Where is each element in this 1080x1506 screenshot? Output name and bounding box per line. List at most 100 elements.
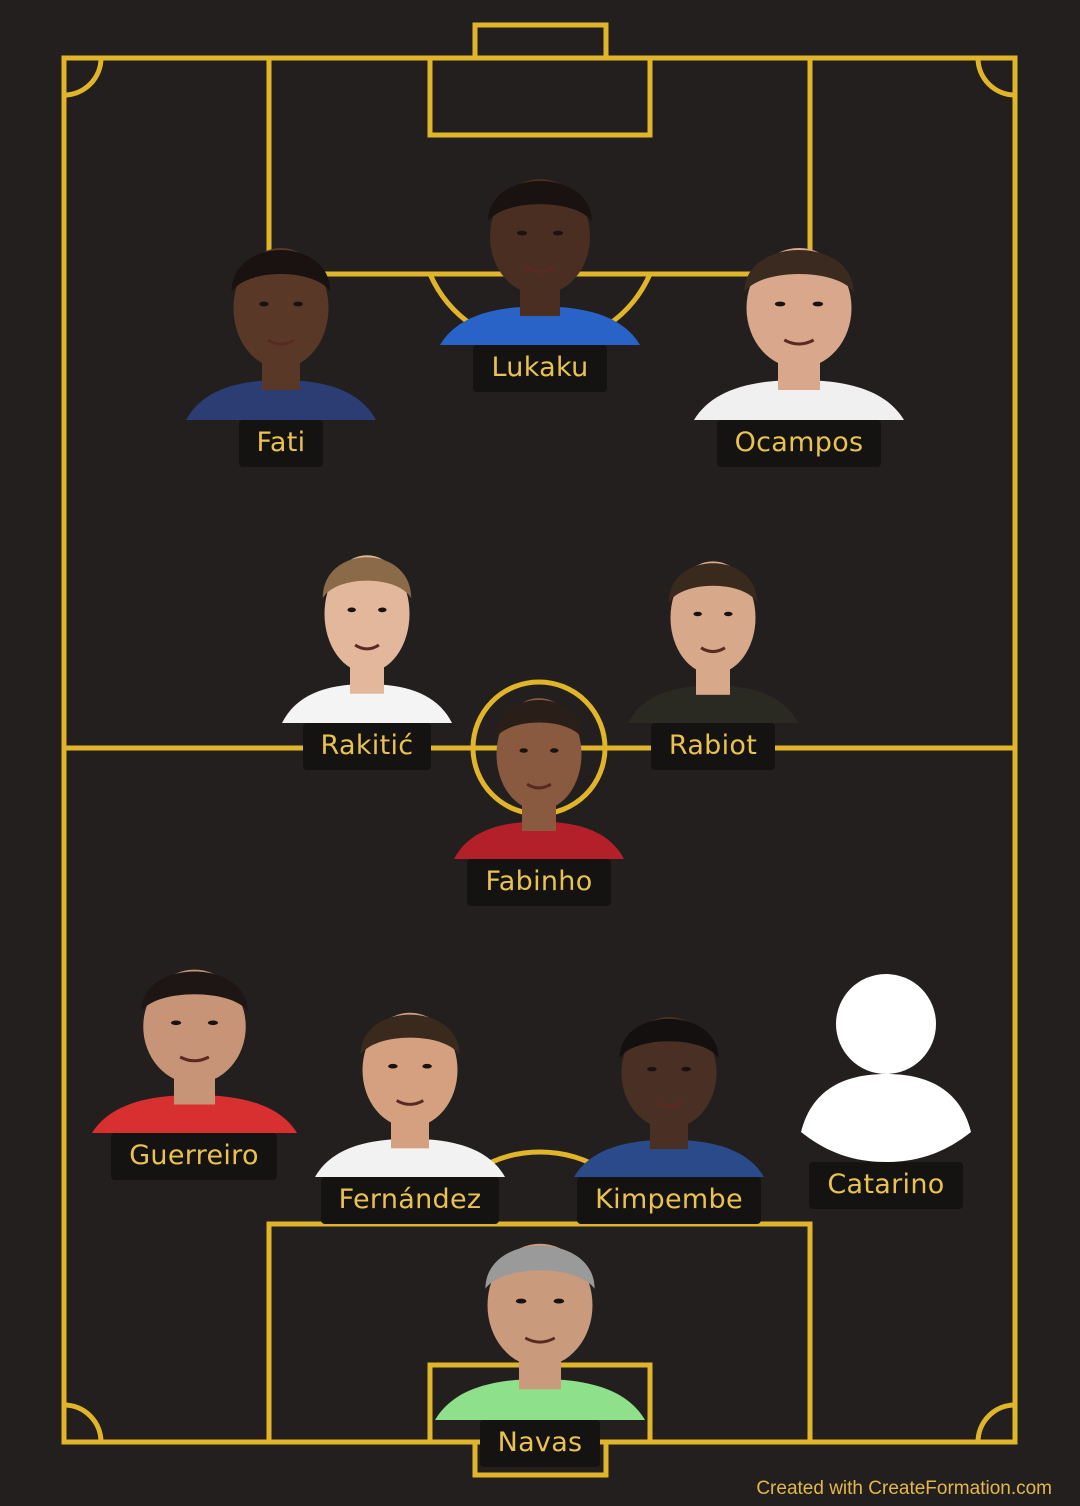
hair-shape	[231, 250, 331, 292]
player-guerreiro[interactable]: Guerreiro	[74, 943, 314, 1180]
player-name: Catarino	[809, 1162, 963, 1209]
eye-shape	[388, 1063, 398, 1069]
mouth-shape	[700, 646, 726, 654]
kit-shape	[91, 1095, 297, 1133]
player-rabiot[interactable]: Rabiot	[593, 535, 833, 770]
player-photo	[186, 248, 376, 420]
eye-shape	[293, 301, 303, 307]
kit-shape	[282, 684, 452, 723]
player-name: Guerreiro	[111, 1133, 277, 1180]
mouth-shape	[178, 1055, 210, 1063]
player-name: Rakitić	[302, 723, 432, 770]
player-fati[interactable]: Fati	[161, 220, 401, 467]
eye-shape	[693, 611, 702, 617]
eye-shape	[170, 1020, 181, 1026]
mouth-shape	[266, 338, 296, 346]
eye-shape	[378, 607, 387, 613]
player-lukaku[interactable]: Lukaku	[420, 152, 660, 392]
eye-shape	[553, 1298, 565, 1304]
eye-shape	[347, 607, 356, 613]
player-name: Fati	[238, 420, 324, 467]
corner-arc-top-right	[975, 57, 1016, 98]
player-navas[interactable]: Navas	[420, 1215, 660, 1467]
player-name: Fernández	[320, 1177, 500, 1224]
head-shape	[621, 1017, 717, 1129]
eye-shape	[681, 1066, 691, 1072]
hair-shape	[140, 971, 248, 1012]
eye-shape	[207, 1020, 218, 1026]
player-photo	[440, 179, 640, 345]
player-fabinho[interactable]: Fabinho	[419, 672, 659, 906]
kit-shape	[186, 380, 376, 420]
mouth-shape	[654, 1101, 684, 1108]
player-name: Lukaku	[473, 345, 607, 392]
mouth-shape	[526, 782, 552, 790]
head-shape	[487, 1243, 593, 1367]
player-catarino[interactable]: Catarino	[766, 974, 1006, 1209]
mouth-shape	[395, 1099, 425, 1106]
corner-arc-bottom-right	[975, 1402, 1016, 1443]
player-photo	[91, 969, 297, 1133]
mouth-shape	[354, 643, 380, 651]
user-silhouette-icon	[801, 974, 971, 1162]
eye-shape	[422, 1063, 432, 1069]
hair-shape	[488, 180, 592, 222]
player-photo	[574, 1017, 764, 1177]
player-name: Rabiot	[650, 723, 776, 770]
head-shape	[490, 179, 590, 295]
player-fernandez[interactable]: Fernández	[290, 986, 530, 1224]
player-kimpembe[interactable]: Kimpembe	[549, 991, 789, 1224]
head-shape	[324, 555, 410, 673]
player-name: Ocampos	[716, 420, 882, 467]
head-shape	[142, 969, 246, 1084]
kit-shape	[440, 306, 640, 345]
player-photo	[628, 561, 798, 723]
mouth-shape	[525, 266, 555, 274]
hair-shape	[619, 1018, 719, 1058]
hair-shape	[494, 700, 584, 740]
player-name: Navas	[479, 1420, 601, 1467]
kit-shape	[574, 1139, 764, 1177]
player-name: Kimpembe	[577, 1177, 761, 1224]
eye-shape	[259, 301, 269, 307]
player-name: Fabinho	[467, 859, 611, 906]
head-shape	[746, 248, 852, 368]
player-photo	[282, 555, 452, 723]
eye-shape	[553, 230, 563, 236]
mouth-shape	[783, 338, 815, 346]
player-photo	[315, 1012, 505, 1177]
head-shape	[496, 698, 582, 811]
hair-shape	[744, 250, 854, 292]
hair-shape	[485, 1245, 595, 1289]
player-photo	[694, 248, 904, 420]
kit-shape	[628, 685, 798, 723]
eye-shape	[774, 301, 786, 307]
kit-shape	[315, 1138, 505, 1177]
player-ocampos[interactable]: Ocampos	[679, 220, 919, 467]
head-shape	[670, 561, 756, 675]
eye-shape	[550, 748, 559, 753]
kit-shape	[454, 821, 624, 859]
eye-shape	[519, 748, 528, 753]
footer-credit[interactable]: Created with CreateFormation.com	[756, 1478, 1052, 1499]
eye-shape	[515, 1298, 527, 1304]
mouth-shape	[524, 1336, 556, 1344]
player-photo	[435, 1243, 645, 1420]
head-shape	[233, 248, 329, 368]
eye-shape	[812, 301, 824, 307]
eye-shape	[724, 611, 733, 617]
hair-shape	[668, 563, 758, 603]
head-shape	[362, 1012, 458, 1128]
kit-shape	[435, 1379, 645, 1420]
hair-shape	[322, 557, 412, 599]
eye-shape	[647, 1066, 657, 1072]
player-rakitic[interactable]: Rakitić	[247, 528, 487, 770]
corner-arc-top-left	[63, 57, 104, 98]
hair-shape	[360, 1014, 460, 1055]
corner-arc-bottom-left	[63, 1402, 104, 1443]
eye-shape	[517, 230, 527, 236]
top-goal	[472, 22, 609, 61]
player-photo	[454, 698, 624, 859]
kit-shape	[694, 380, 904, 420]
top-six-yard-box	[427, 55, 653, 138]
